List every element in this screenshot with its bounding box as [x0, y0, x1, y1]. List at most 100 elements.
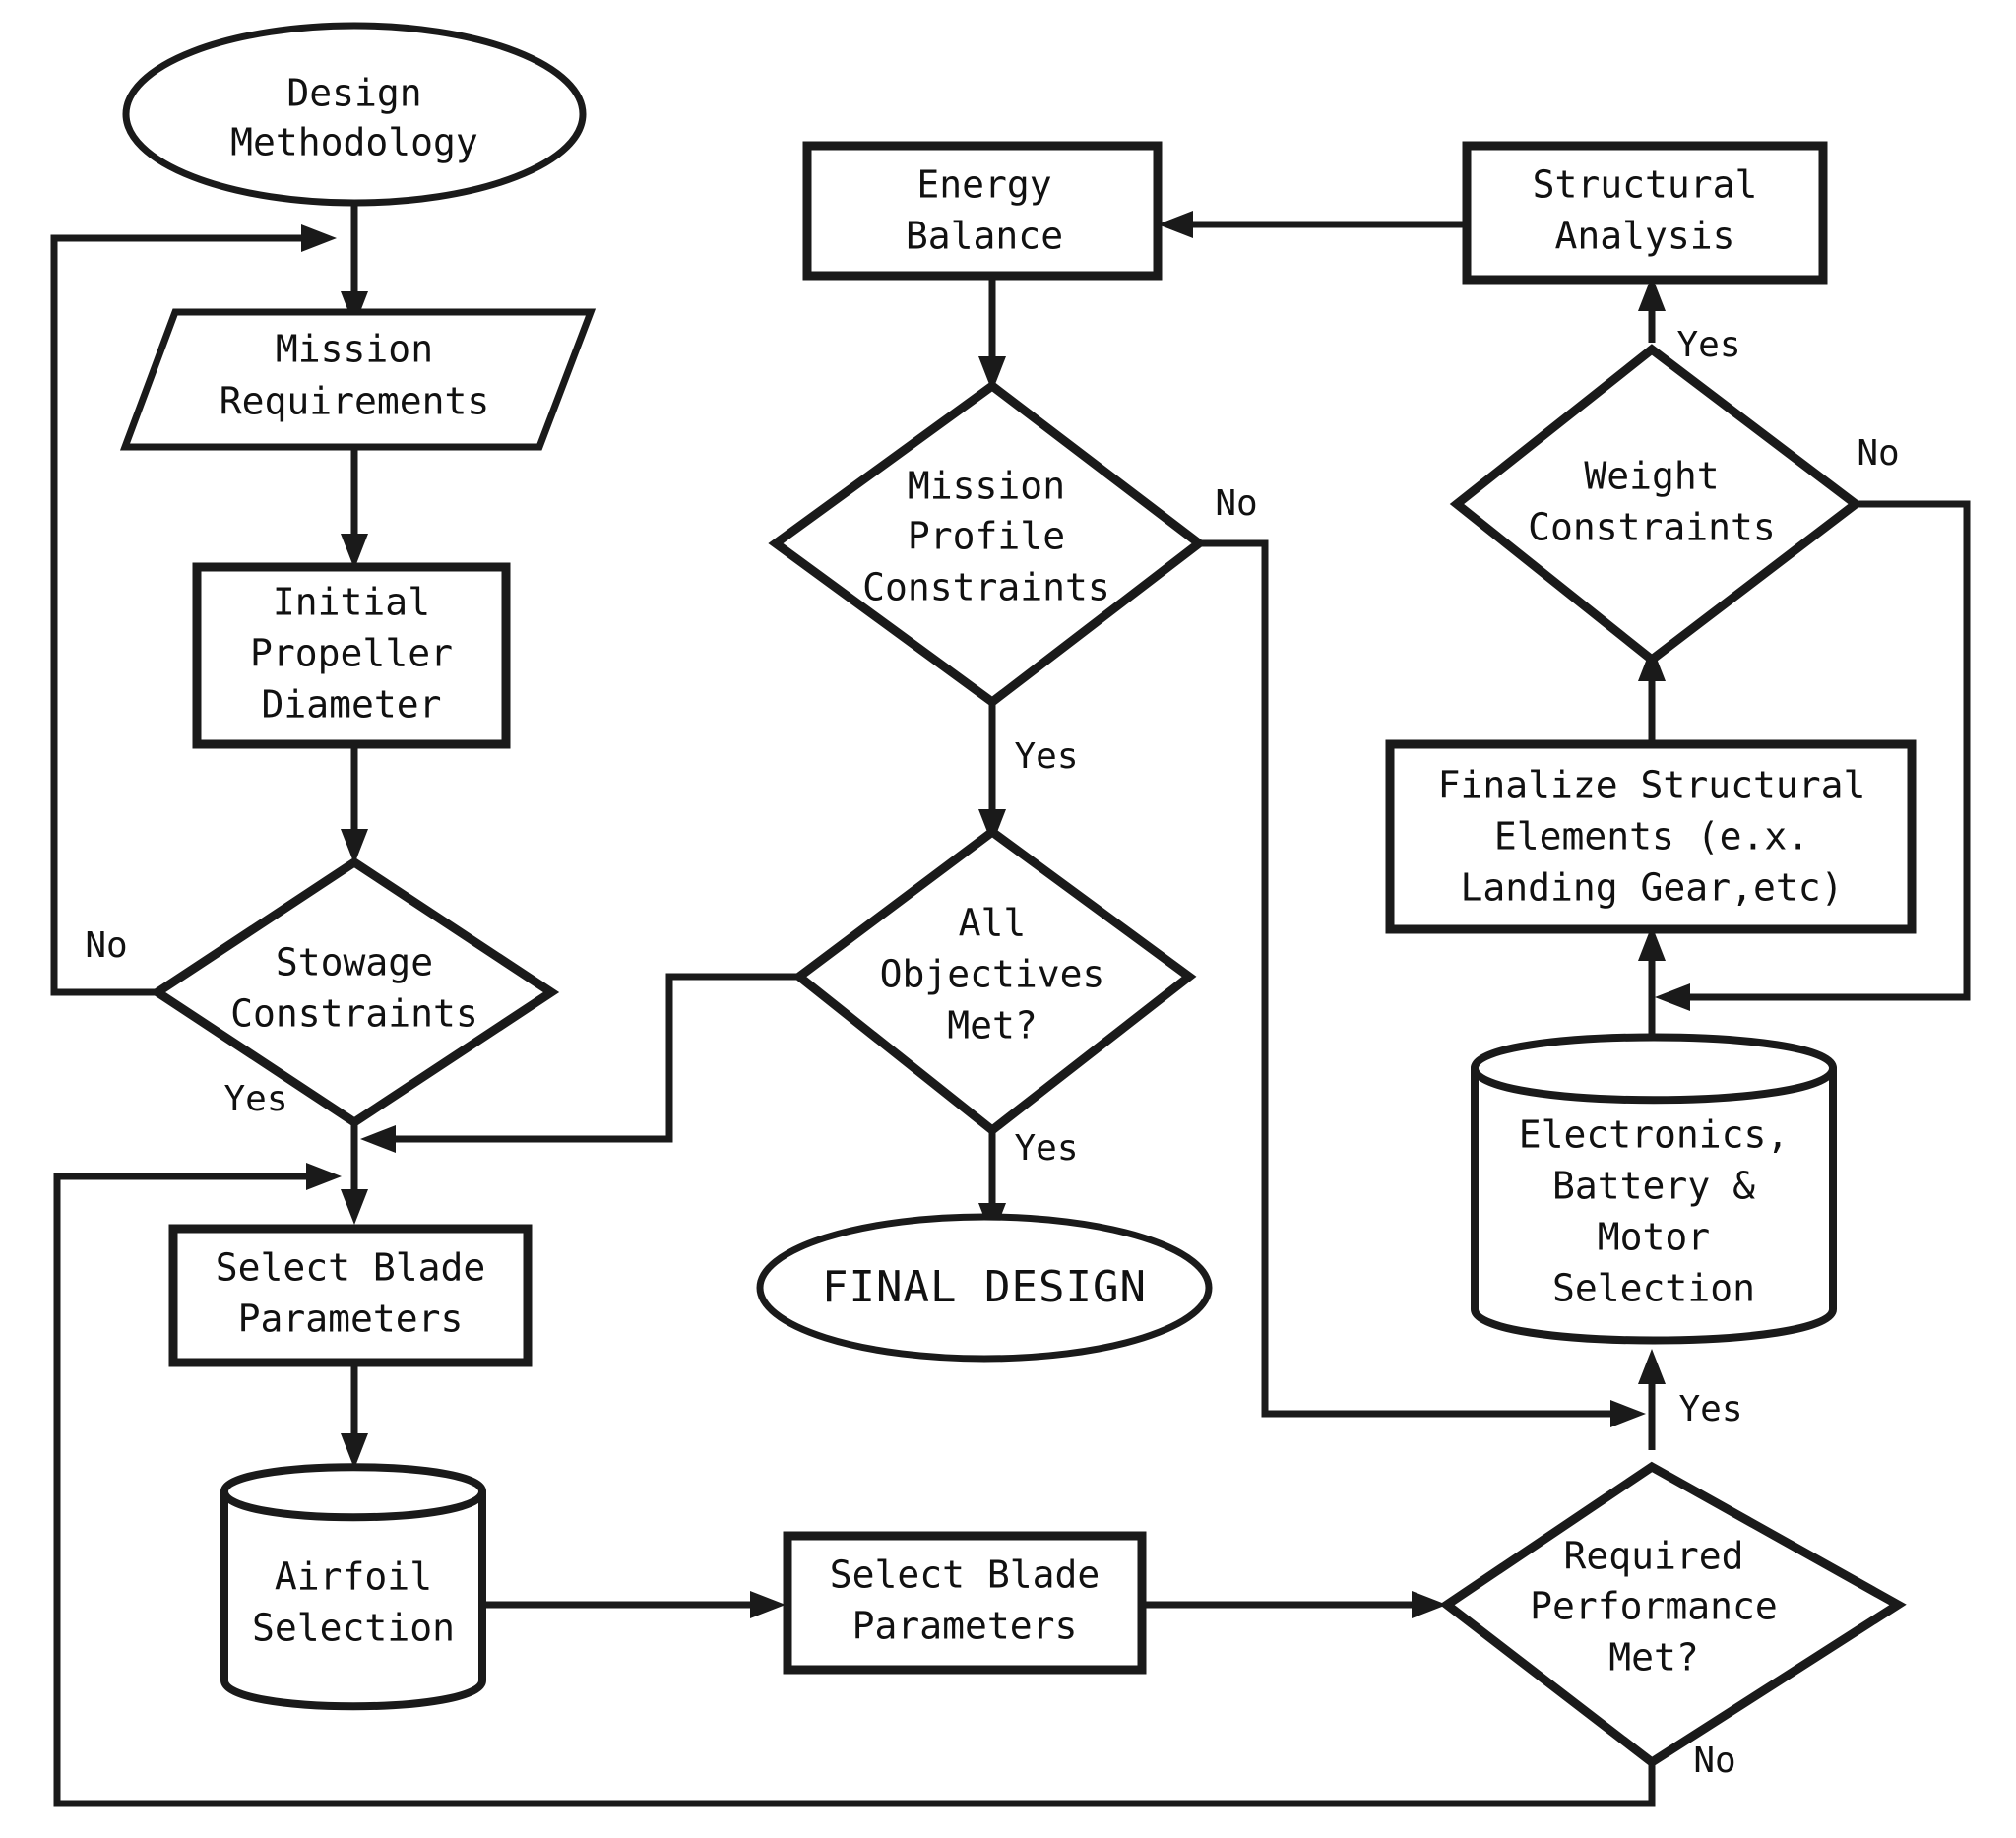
initial-propeller-diameter-label-line-2: Propeller [250, 632, 453, 675]
arrowhead-select-blade-to-airfoil [341, 1433, 368, 1469]
node-finalize-structural-elements[interactable]: Finalize Structural Elements (e.x. Landi… [1385, 739, 1917, 934]
stowage-constraints-label-line-1: Stowage [276, 941, 433, 984]
node-stowage-constraints[interactable]: Stowage Constraints [149, 856, 560, 1128]
electronics-battery-motor-cylinder-top-ellipse [1471, 1064, 1837, 1105]
weight-constraints-diamond-shape [1449, 344, 1863, 665]
mission-requirements-label-line-2: Requirements [220, 380, 490, 423]
edge-label-performance-no: No [1693, 1741, 1735, 1781]
mission-requirements-parallelogram-shape [119, 308, 597, 451]
select-blade-parameters-left-rect-shape [168, 1224, 533, 1367]
select-blade-parameters-bottom-label-line-2: Parameters [852, 1605, 1078, 1648]
edge-label-stowage-yes: Yes [223, 1079, 287, 1119]
mission-profile-constraints-diamond-shape [768, 380, 1207, 708]
airfoil-selection-cylinder-body [220, 1463, 486, 1711]
edge-performance-no-loop [53, 1173, 1656, 1807]
node-initial-propeller-diameter[interactable]: Initial Propeller Diameter [192, 562, 511, 749]
arrowhead-select-blade-bottom-to-performance [1412, 1591, 1447, 1618]
energy-balance-label-line-2: Balance [906, 215, 1063, 258]
mission-profile-constraints-label-line-1: Mission [908, 465, 1065, 508]
node-structural-analysis[interactable]: Structural Analysis [1462, 141, 1828, 285]
all-objectives-met-label-line-1: All [959, 902, 1027, 945]
edge-label-all-objectives-yes: Yes [1014, 1128, 1078, 1169]
arrowhead-weight-no-loop [1655, 983, 1690, 1011]
electronics-battery-motor-label-line-3: Motor [1598, 1216, 1710, 1259]
edge-label-weight-no: No [1857, 433, 1899, 474]
node-required-performance-met[interactable]: Required Performance Met? [1439, 1461, 1907, 1768]
weight-constraints-label-line-1: Weight [1584, 455, 1719, 498]
required-performance-met-diamond-shape [1439, 1461, 1907, 1768]
start-label-line-1: Design [286, 72, 421, 115]
stowage-constraints-label-line-2: Constraints [230, 992, 478, 1036]
edge-label-mission-profile-no: No [1215, 483, 1257, 524]
electronics-battery-motor-label-line-4: Selection [1552, 1267, 1755, 1310]
arrowhead-electronics-to-finalize [1638, 925, 1666, 961]
select-blade-parameters-left-label-line-1: Select Blade [216, 1246, 486, 1290]
edge-label-mission-profile-yes: Yes [1014, 736, 1078, 777]
final-design-label: FINAL DESIGN [822, 1262, 1147, 1312]
edge-label-performance-yes: Yes [1678, 1389, 1742, 1429]
all-objectives-met-label-line-2: Objectives [880, 953, 1105, 996]
node-select-blade-parameters-bottom[interactable]: Select Blade Parameters [783, 1531, 1147, 1675]
required-performance-met-label-line-1: Required [1563, 1535, 1743, 1578]
node-final-design[interactable]: FINAL DESIGN [756, 1213, 1213, 1363]
mission-requirements-label-line-1: Mission [276, 328, 433, 371]
arrowhead-weight-yes-to-structural [1638, 276, 1666, 311]
stowage-constraints-diamond-shape [149, 856, 560, 1128]
select-blade-parameters-left-label-line-2: Parameters [238, 1298, 464, 1341]
edge-mission-profile-no-to-electronics [1194, 539, 1627, 1418]
arrowhead-airfoil-to-select-blade-bottom [750, 1591, 786, 1618]
edge-label-stowage-no: No [85, 925, 127, 966]
structural-analysis-label-line-2: Analysis [1554, 215, 1734, 258]
finalize-structural-elements-label-line-2: Elements (e.x. [1494, 815, 1809, 858]
arrowhead-all-objectives-to-select-blade [360, 1125, 396, 1153]
finalize-structural-elements-label-line-3: Landing Gear,etc) [1461, 866, 1844, 910]
edge-weight-no-loop [1673, 500, 1971, 1001]
start-label-line-2: Methodology [230, 121, 478, 164]
required-performance-met-label-line-3: Met? [1608, 1636, 1699, 1680]
structural-analysis-rect-shape [1462, 141, 1828, 285]
arrowhead-mission-requirements-to-initial-diameter [341, 534, 368, 569]
node-mission-profile-constraints[interactable]: Mission Profile Constraints [768, 380, 1207, 708]
node-all-objectives-met[interactable]: All Objectives Met? [791, 826, 1197, 1136]
electronics-battery-motor-label-line-1: Electronics, [1519, 1113, 1790, 1157]
edge-stowage-no-loop [50, 234, 320, 996]
arrowhead-mission-profile-no-to-electronics [1610, 1400, 1646, 1427]
node-weight-constraints[interactable]: Weight Constraints [1449, 344, 1863, 665]
node-mission-requirements[interactable]: Mission Requirements [119, 308, 597, 451]
weight-constraints-label-line-2: Constraints [1528, 506, 1776, 549]
arrowhead-stowage-yes-to-select-blade [341, 1189, 368, 1225]
required-performance-met-label-line-2: Performance [1530, 1585, 1778, 1628]
initial-propeller-diameter-label-line-3: Diameter [261, 683, 441, 727]
edge-labels-layer: No Yes No Yes Yes No Yes Yes No [85, 325, 1899, 1781]
energy-balance-rect-shape [802, 141, 1163, 281]
final-design-ellipse-shape [756, 1213, 1213, 1363]
node-energy-balance[interactable]: Energy Balance [802, 141, 1163, 281]
node-select-blade-parameters-left[interactable]: Select Blade Parameters [168, 1224, 533, 1367]
arrowhead-performance-yes-to-electronics [1638, 1349, 1666, 1384]
finalize-structural-elements-label-line-1: Finalize Structural [1438, 764, 1866, 807]
connectors-layer [50, 172, 1971, 1807]
node-electronics-battery-motor[interactable]: Electronics, Battery & Motor Selection [1471, 1033, 1837, 1345]
arrowhead-initial-diameter-to-stowage [341, 829, 368, 864]
initial-propeller-diameter-label-line-1: Initial [273, 581, 430, 624]
start-ellipse-shape [122, 22, 587, 207]
edge-label-weight-yes: Yes [1676, 325, 1740, 365]
electronics-battery-motor-cylinder-body [1471, 1033, 1837, 1345]
finalize-structural-elements-rect-shape [1385, 739, 1917, 934]
all-objectives-met-label-line-3: Met? [947, 1004, 1038, 1047]
select-blade-parameters-bottom-label-line-1: Select Blade [830, 1553, 1101, 1597]
energy-balance-label-line-1: Energy [916, 163, 1051, 207]
electronics-battery-motor-label-line-2: Battery & [1552, 1165, 1755, 1208]
mission-profile-constraints-label-line-2: Profile [908, 515, 1065, 558]
airfoil-selection-cylinder-top-ellipse [220, 1488, 486, 1522]
node-airfoil-selection[interactable]: Airfoil Selection [220, 1463, 486, 1711]
all-objectives-met-diamond-shape [791, 826, 1197, 1136]
arrowhead-structural-to-energy [1158, 211, 1193, 238]
select-blade-parameters-bottom-rect-shape [783, 1531, 1147, 1675]
arrowhead-performance-no-loop [306, 1163, 342, 1190]
node-start[interactable]: Design Methodology [122, 22, 587, 207]
arrowhead-stowage-no-loop [301, 224, 337, 252]
arrowhead-energy-to-mission-profile [978, 356, 1006, 392]
